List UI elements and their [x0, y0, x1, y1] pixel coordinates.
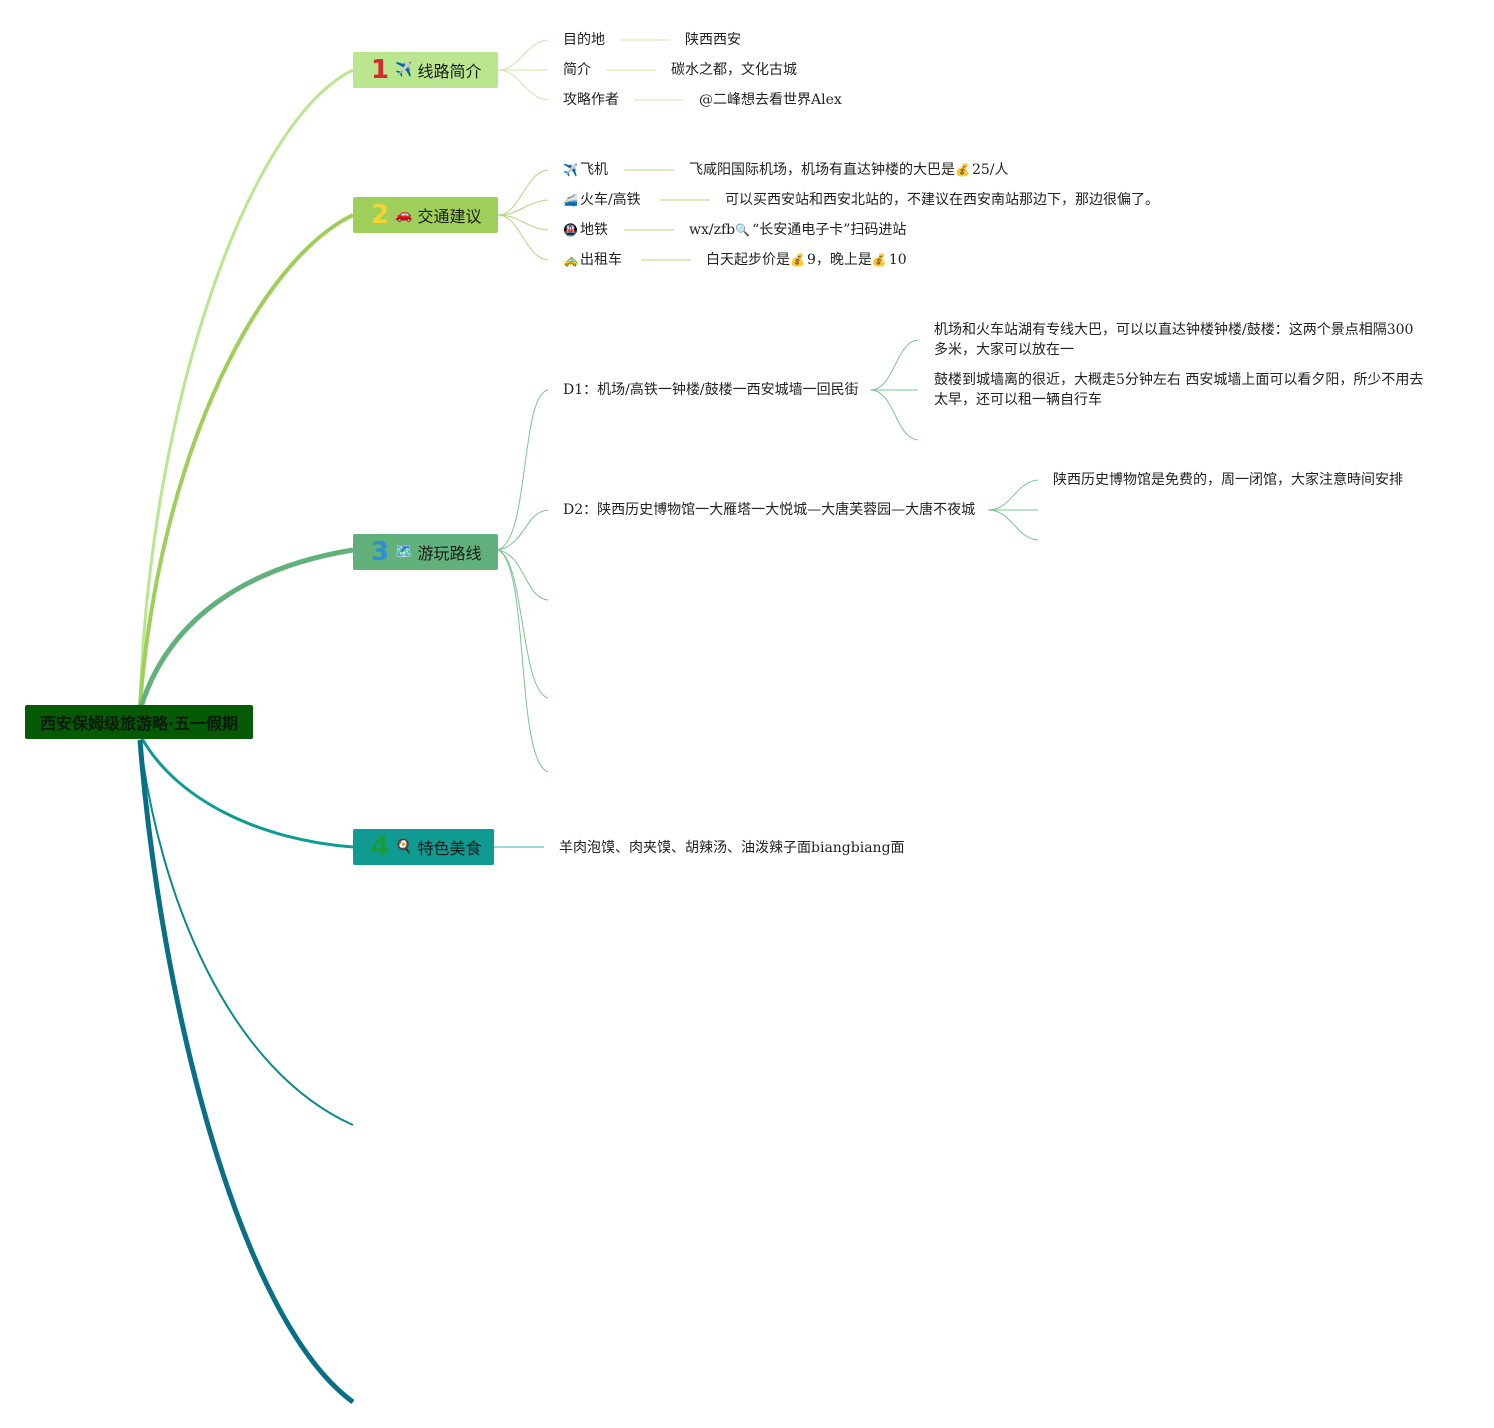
leaf-label: 出租车 — [579, 252, 622, 268]
branch-route-intro[interactable]: 1 ✈️ 线路简介 — [353, 52, 498, 88]
number-3-icon: 3 — [371, 537, 390, 567]
leaf-value-tail: “长安通电子卡”扫码进站 — [752, 222, 907, 238]
note-day1-2[interactable]: 鼓楼到城墙离的很近，大概走5分钟左右 西安城墙上面可以看夕阳，所少不用去太早，还… — [934, 372, 1424, 408]
leaf-day1[interactable]: D1：机场/高铁一钟楼/鼓楼一西安城墙一回民街 — [563, 382, 859, 398]
leaf-value-tail: 10 — [888, 252, 907, 268]
leaf-label: 飞机 — [579, 162, 608, 178]
branch-label: 特色美食 — [417, 839, 482, 858]
leaf-taxi-value[interactable]: 白天起步价是💰9，晚上是💰10 — [706, 250, 907, 270]
leaf-label: 地铁 — [579, 222, 608, 238]
leaf-metro-value[interactable]: wx/zfb🔍“长安通电子卡”扫码进站 — [689, 220, 906, 240]
car-icon: 🚗 — [395, 207, 413, 223]
root-title: 西安保姆级旅游略·五一假期 — [39, 714, 239, 733]
branch-label: 线路简介 — [417, 62, 482, 81]
branch-label: 游玩路线 — [417, 544, 482, 563]
money-bag-icon: 💰 — [955, 163, 970, 177]
airplane-icon: ✈️ — [395, 62, 413, 78]
taxi-icon: 🚕 — [563, 253, 578, 267]
branch-label: 交通建议 — [417, 207, 482, 226]
leaf-day2[interactable]: D2：陕西历史博物馆一大雁塔一大悦城—大唐芙蓉园—大唐不夜城 — [563, 502, 976, 518]
branch-transport[interactable]: 2 🚗 交通建议 — [353, 197, 498, 233]
number-2-icon: 2 — [371, 200, 390, 230]
leaf-plane[interactable]: ✈️飞机 — [563, 160, 608, 180]
train-icon: 🚄 — [563, 193, 578, 207]
leaf-destination-value[interactable]: 陕西西安 — [685, 32, 741, 48]
number-1-icon: 1 — [371, 55, 390, 85]
leaf-value: 白天起步价是 — [706, 252, 790, 268]
metro-icon: 🚇 — [563, 223, 578, 237]
leaf-intro-label[interactable]: 简介 — [563, 62, 591, 78]
leaf-value: wx/zfb — [689, 222, 736, 238]
money-bag-icon: 💰 — [790, 253, 805, 267]
leaf-taxi[interactable]: 🚕出租车 — [563, 250, 622, 270]
frying-pan-icon: 🍳 — [395, 839, 413, 855]
leaf-destination-label[interactable]: 目的地 — [563, 32, 605, 48]
map-icon: 🗺️ — [395, 544, 413, 560]
leaf-intro-value[interactable]: 碳水之都，文化古城 — [671, 62, 797, 78]
leaf-author-value[interactable]: @二峰想去看世界Alex — [699, 92, 842, 108]
leaf-label: 火车/高铁 — [579, 192, 641, 208]
money-bag-icon: 💰 — [871, 253, 887, 267]
leaf-author-label[interactable]: 攻略作者 — [563, 92, 619, 108]
leaf-value-mid: 9，晚上是 — [806, 252, 872, 268]
airplane-icon: ✈️ — [563, 163, 578, 177]
leaf-plane-value[interactable]: 飞咸阳国际机场，机场有直达钟楼的大巴是💰25/人 — [689, 160, 1008, 180]
leaf-value: 飞咸阳国际机场，机场有直达钟楼的大巴是 — [689, 162, 955, 178]
note-day1-1[interactable]: 机场和火车站湖有专线大巴，可以以直达钟楼钟楼/鼓楼：这两个景点相隔300多米，大… — [934, 322, 1414, 358]
note-day2-1[interactable]: 陕西历史博物馆是免费的，周一闭馆，大家注意時间安排 — [1053, 472, 1403, 488]
leaf-food-list[interactable]: 羊肉泡馍、肉夹馍、胡辣汤、油泼辣子面biangbiang面 — [559, 840, 905, 856]
leaf-value-tail: 25/人 — [971, 162, 1009, 178]
leaf-metro[interactable]: 🚇地铁 — [563, 220, 608, 240]
root-topic[interactable]: 西安保姆级旅游略·五一假期 — [25, 705, 253, 739]
leaf-train[interactable]: 🚄火车/高铁 — [563, 190, 641, 210]
leaf-train-value[interactable]: 可以买西安站和西安北站的，不建议在西安南站那边下，那边很偏了。 — [725, 192, 1159, 208]
branch-itinerary[interactable]: 3 🗺️ 游玩路线 — [353, 534, 498, 570]
search-icon: 🔍 — [735, 223, 751, 237]
number-4-icon: 4 — [371, 832, 390, 862]
branch-food[interactable]: 4 🍳 特色美食 — [353, 829, 494, 865]
